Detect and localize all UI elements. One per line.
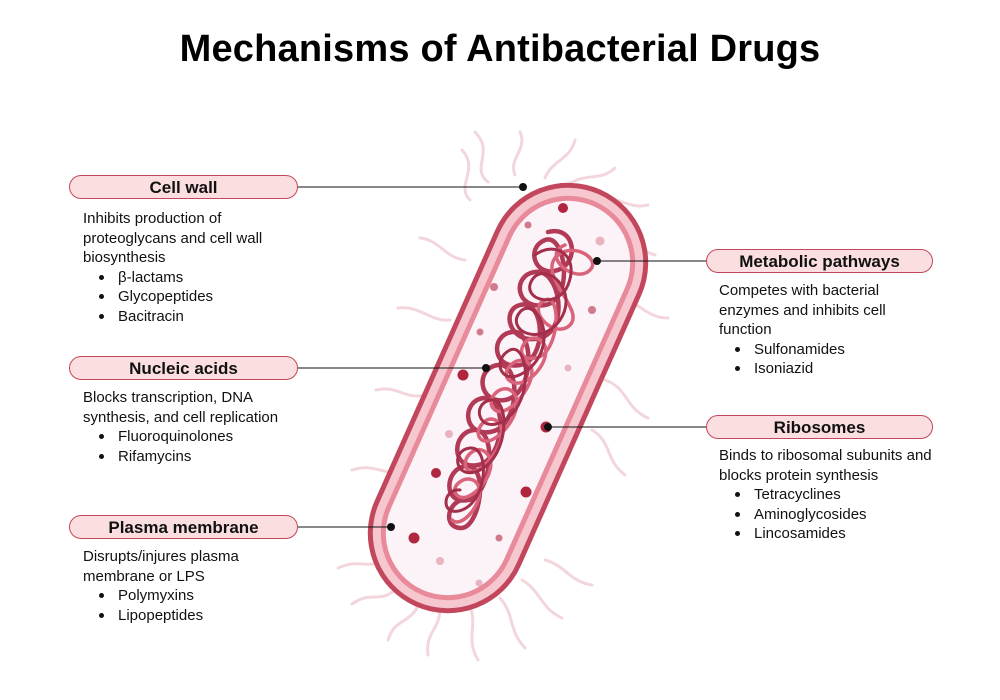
flagellum [350, 588, 397, 606]
drug-item: Aminoglycosides [735, 505, 934, 525]
label-ribosomes: Ribosomes [706, 415, 933, 439]
drug-list-ribosomes: Tetracyclines Aminoglycosides Lincosamid… [719, 485, 934, 544]
anchor-dot-ribosomes [544, 423, 552, 431]
dna-strand [450, 243, 595, 524]
desc-cell-wall: Inhibits production of proteoglycans and… [83, 209, 298, 326]
drug-item: Lincosamides [735, 524, 934, 544]
drug-item: Rifamycins [99, 447, 288, 467]
ribosome [408, 532, 420, 544]
flagellum [418, 236, 467, 262]
drug-list-metabolic-pathways: Sulfonamides Isoniazid [719, 340, 929, 379]
flagellum [520, 578, 564, 620]
desc-metabolic-pathways-text: Competes with bacterial enzymes and inhi… [719, 282, 886, 338]
drug-item: Tetracyclines [735, 485, 934, 505]
flagellum [590, 428, 627, 477]
flagellum [473, 130, 490, 184]
label-metabolic-pathways: Metabolic pathways [706, 249, 933, 273]
anchor-dot-plasma-membrane [387, 523, 395, 531]
ribosomes [408, 203, 605, 587]
anchor-dot-metabolic-pathways [593, 257, 601, 265]
label-nucleic-acids: Nucleic acids [69, 356, 298, 380]
desc-metabolic-pathways: Competes with bacterial enzymes and inhi… [719, 281, 929, 379]
desc-plasma-membrane: Disrupts/injures plasma membrane or LPS … [83, 547, 283, 625]
drug-item: Lipopeptides [99, 606, 283, 626]
label-plasma-membrane: Plasma membrane [69, 515, 298, 539]
flagellum [603, 378, 650, 420]
anchor-dot-cell-wall [519, 183, 527, 191]
flagellum [460, 148, 472, 202]
desc-plasma-membrane-text: Disrupts/injures plasma membrane or LPS [83, 548, 239, 585]
drug-item: Isoniazid [735, 359, 929, 379]
desc-ribosomes-text: Binds to ribosomal subunits and blocks p… [719, 447, 932, 484]
flagellum [468, 604, 480, 662]
drug-item: Glycopeptides [99, 287, 298, 307]
drug-item: β-lactams [99, 268, 298, 288]
dna-strand [444, 247, 573, 513]
flagellum [566, 166, 617, 187]
granule [476, 328, 484, 336]
ribosome [520, 486, 532, 498]
desc-nucleic-acids-text: Blocks transcription, DNA synthesis, and… [83, 389, 279, 426]
ribosome [558, 203, 568, 213]
desc-ribosomes: Binds to ribosomal subunits and blocks p… [719, 446, 934, 544]
flagellum [426, 606, 442, 657]
drug-list-cell-wall: β-lactams Glycopeptides Bacitracin [83, 268, 298, 327]
label-cell-wall: Cell wall [69, 175, 298, 199]
drug-list-nucleic-acids: Fluoroquinolones Rifamycins [83, 427, 288, 466]
granule [495, 534, 503, 542]
dna-nucleoid [444, 228, 595, 531]
flagellum [374, 387, 427, 398]
desc-cell-wall-text: Inhibits production of proteoglycans and… [83, 210, 263, 266]
granule [436, 557, 444, 565]
flagellum [396, 306, 452, 322]
granule [588, 306, 596, 314]
drug-item: Polymyxins [99, 586, 283, 606]
ribosome [431, 468, 441, 478]
flagellum [543, 138, 577, 180]
drug-item: Fluoroquinolones [99, 427, 288, 447]
flagellum [512, 130, 524, 177]
dna-strand [447, 228, 575, 531]
granule [475, 579, 483, 587]
flagellum [386, 604, 420, 642]
granule [524, 221, 532, 229]
granule [445, 430, 453, 438]
granule [595, 236, 605, 246]
desc-nucleic-acids: Blocks transcription, DNA synthesis, and… [83, 388, 288, 466]
granule [564, 364, 572, 372]
flagellum [543, 558, 594, 587]
drug-item: Bacitracin [99, 307, 298, 327]
anchor-dot-nucleic-acids [482, 364, 490, 372]
granule [490, 283, 498, 291]
drug-list-plasma-membrane: Polymyxins Lipopeptides [83, 586, 283, 625]
leader-lines [297, 183, 707, 531]
flagellum [498, 596, 527, 650]
page-title: Mechanisms of Antibacterial Drugs [179, 28, 821, 70]
ribosome [457, 369, 469, 381]
drug-item: Sulfonamides [735, 340, 929, 360]
